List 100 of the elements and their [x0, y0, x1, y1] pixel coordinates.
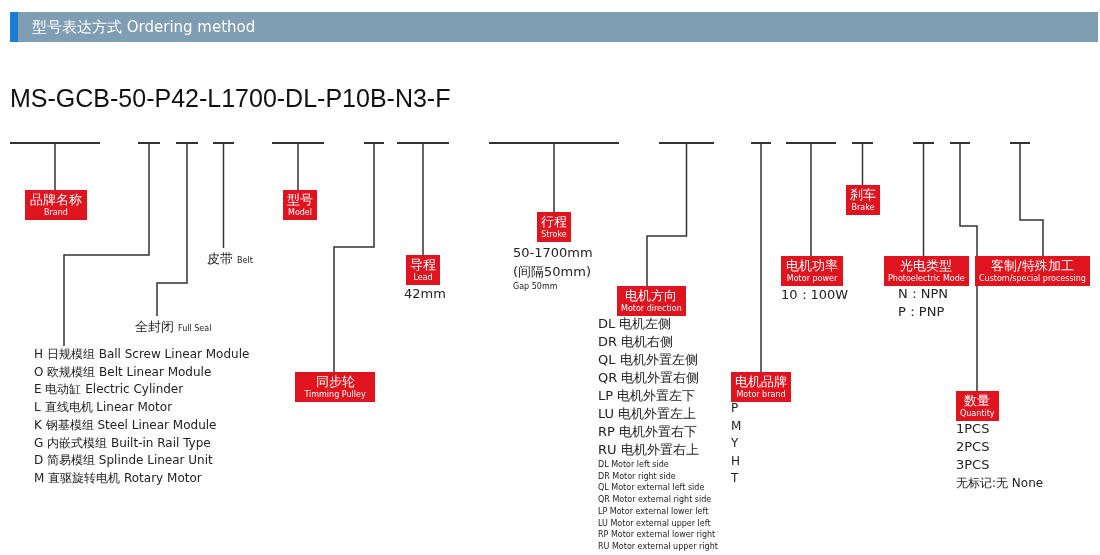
option-text: O 欧规模组 Belt Linear Module [34, 363, 213, 381]
label-tag [537, 212, 571, 242]
label-tag [406, 255, 440, 285]
label-tag [884, 256, 969, 286]
label-tag [283, 190, 317, 220]
option-text: L 直线电机 Linear Motor [34, 399, 174, 417]
option-text: Y [731, 435, 740, 452]
option-text: E 电动缸 Electric Cylinder [34, 381, 185, 399]
code-underline [397, 142, 449, 144]
leader-line [810, 143, 812, 257]
code-underline [364, 142, 384, 144]
label-tag [975, 256, 1090, 286]
tag-subtitle: Motor power [785, 274, 839, 284]
option-text: P：PNP [898, 303, 946, 321]
option-text: DR Motor right side [598, 470, 677, 483]
code-underline [751, 142, 771, 144]
option-text: 50-1700mm [513, 244, 593, 262]
option-text: DR 电机右侧 [598, 333, 675, 351]
option-text: QL Motor external left side [598, 482, 706, 495]
option-text: DL Motor left side [598, 459, 670, 471]
code-underline [10, 142, 100, 144]
option-text: N：NPN [898, 285, 948, 303]
code-underline [786, 142, 836, 144]
leader-line [922, 143, 925, 257]
option-text: LP 电机外置左下 [598, 387, 697, 405]
tag-title: 型号 [287, 192, 313, 208]
label-tag [295, 372, 375, 402]
code-underline [659, 142, 714, 144]
tag-subtitle: Stroke [541, 230, 567, 240]
code-underline [1010, 142, 1030, 144]
option-text: QL 电机外置左侧 [598, 351, 699, 369]
tag-title: 光电类型 [899, 258, 954, 274]
tag-subtitle: Model [287, 208, 313, 218]
leader-line [760, 143, 762, 373]
code-underline [272, 142, 324, 144]
tag-subtitle: Photoelectric Mode [888, 274, 965, 284]
label-tag [617, 286, 686, 316]
label-tag [781, 256, 843, 286]
tag-subtitle: Quantity [960, 409, 995, 419]
option-text: H 日规模组 Ball Screw Linear Module [34, 346, 250, 363]
code-underline [176, 142, 198, 144]
option-text: QR Motor external right side [598, 494, 713, 506]
leader-line [646, 143, 688, 287]
option-text: G 内嵌式模组 Built-in Rail Type [34, 434, 212, 452]
option-text: H [731, 452, 742, 470]
leader-line [297, 143, 299, 191]
option-text: 42mm [404, 285, 446, 302]
leader-line [422, 143, 424, 256]
tag-subtitle: Timming Pulley [303, 390, 367, 400]
option-text: 全封闭 [135, 318, 174, 336]
option-text: D 简易模组 Splinde Linear Unit [34, 452, 214, 470]
code-underline [852, 142, 873, 144]
section-heading: 型号表达方式 Ordering method [10, 12, 1098, 42]
option-text: RU 电机外置右上 [598, 441, 700, 459]
option-text: K 钢基模组 Steel Linear Module [34, 416, 218, 434]
tag-title: 同步轮 [314, 374, 356, 390]
leader-line [1019, 143, 1044, 257]
option-text: P [731, 400, 740, 417]
option-text: LU Motor external upper left [598, 517, 712, 530]
option-text: RP 电机外置右下 [598, 423, 698, 441]
tag-title: 客制/特殊加工 [990, 258, 1075, 274]
leader-line [959, 143, 978, 392]
label-tag [956, 391, 999, 421]
option-text: Belt [237, 256, 253, 265]
option-text: 1PCS [956, 420, 991, 438]
tag-subtitle: Custom/special processing [979, 274, 1086, 284]
label-tag [25, 190, 87, 220]
option-text: LP Motor external lower left [598, 505, 710, 518]
leader-line [63, 143, 150, 347]
tag-title: 导程 [410, 257, 436, 273]
option-text: 10：100W [781, 286, 849, 304]
tag-title: 数量 [963, 393, 992, 409]
leader-line [553, 143, 555, 213]
option-text: RU Motor external upper right [598, 540, 718, 553]
code-underline [138, 142, 160, 144]
leader-line [333, 143, 375, 373]
tag-subtitle: Motor direction [621, 304, 682, 314]
leader-line [156, 143, 188, 317]
option-text: 2PCS [956, 438, 991, 456]
option-text: 无标记:无 None [956, 475, 1044, 492]
leader-line [861, 143, 864, 186]
tag-title: 刹车 [850, 187, 876, 203]
option-text: QR 电机外置右侧 [598, 369, 701, 387]
tag-title: 电机功率 [785, 258, 839, 274]
tag-subtitle: Motor brand [735, 390, 787, 400]
option-text: Full Seal [178, 324, 212, 333]
option-text: 皮带 [207, 250, 233, 268]
tag-title: 电机品牌 [735, 374, 787, 390]
code-underline [489, 142, 619, 144]
leader-line [54, 143, 56, 191]
option-text: RP Motor external lower right [598, 529, 717, 541]
label-tag [731, 372, 791, 402]
option-text: T [731, 470, 740, 487]
option-text: 3PCS [956, 456, 991, 474]
option-text: M 直驱旋转电机 Rotary Motor [34, 469, 203, 487]
tag-subtitle: Brand [43, 208, 69, 218]
option-text: LU 电机外置左上 [598, 405, 698, 423]
tag-subtitle: Brake [850, 203, 876, 213]
tag-title: 行程 [541, 214, 567, 230]
tag-title: 电机方向 [624, 288, 679, 304]
